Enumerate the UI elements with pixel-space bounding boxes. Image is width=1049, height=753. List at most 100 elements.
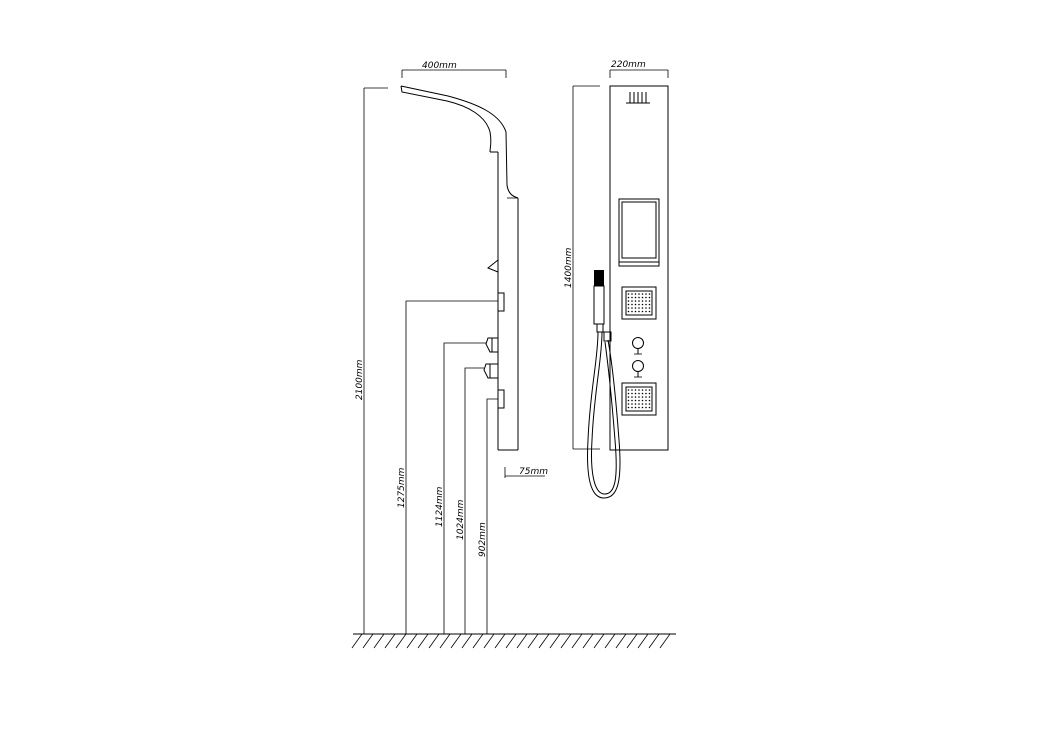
jet-nozzle-dot — [641, 406, 644, 409]
floor-hatch-line — [428, 633, 440, 649]
jet-nozzle-dot — [645, 300, 647, 302]
jet-nozzle-dot — [631, 307, 633, 309]
jet-nozzle-dot — [641, 296, 644, 299]
jet-nozzle-dot — [648, 403, 651, 405]
jet-nozzle-dot — [627, 300, 630, 302]
jet-nozzle-dot — [631, 389, 633, 391]
front-view-display-screen — [618, 198, 660, 267]
jet-nozzle-dot — [638, 399, 640, 402]
jet-nozzle-dot — [638, 296, 640, 299]
outlet-2-label: 1124mm — [435, 486, 445, 527]
jet-nozzle-dot — [638, 389, 640, 391]
jet-nozzle-dot — [631, 303, 633, 306]
floor-hatch-line — [439, 633, 451, 649]
jet-nozzle-dot — [645, 406, 647, 409]
jet-nozzle-dot — [638, 392, 640, 395]
floor-hatch-line — [450, 633, 462, 649]
dimension-outlet-4: 902mm — [478, 398, 498, 634]
panel-height-label: 1400mm — [564, 247, 574, 288]
jet-nozzle-dot — [638, 303, 640, 306]
floor-hatch-line — [483, 633, 495, 649]
jet-nozzle-dot — [641, 307, 644, 309]
jet-nozzle-dot — [634, 392, 637, 395]
jet-nozzle-dot — [641, 399, 644, 402]
jet-nozzle-dot — [638, 300, 640, 302]
floor-hatch-line — [527, 633, 539, 649]
jet-nozzle-dot — [638, 396, 640, 398]
floor-hatch-line — [395, 633, 407, 649]
floor-hatch-line — [362, 633, 374, 649]
jet-nozzle-dot — [648, 307, 651, 309]
front-view-shower-hose — [587, 331, 621, 499]
arm-reach-label: 400mm — [422, 61, 457, 71]
jet-nozzle-dot — [631, 406, 633, 409]
floor-hatch-line — [571, 633, 583, 649]
jet-nozzle-dot — [641, 396, 644, 398]
jet-nozzle-dot — [627, 403, 630, 405]
outlet-4-label: 902mm — [478, 522, 488, 557]
jet-nozzle-dot — [634, 396, 637, 398]
jet-nozzle-dot — [638, 310, 640, 313]
floor-hatch-line — [626, 633, 638, 649]
jet-nozzle-dot — [634, 310, 637, 313]
side-view-valve-1 — [485, 337, 498, 353]
floor-hatch-line — [593, 633, 605, 649]
jet-nozzle-dot — [627, 307, 630, 309]
floor-hatch-line — [582, 633, 594, 649]
outlet-3-label: 1024mm — [456, 499, 466, 540]
jet-nozzle-dot — [627, 406, 630, 409]
jet-nozzle-dot — [641, 303, 644, 306]
front-view-body-jet-2 — [621, 382, 657, 416]
jet-nozzle-dot — [645, 399, 647, 402]
dimension-arm-reach: 400mm — [401, 61, 507, 78]
dimension-panel-width: 220mm — [609, 60, 669, 78]
jet-nozzle-dot — [631, 300, 633, 302]
jet-nozzle-dot — [645, 296, 647, 299]
jet-nozzle-dot — [627, 389, 630, 391]
jet-nozzle-dot — [634, 399, 637, 402]
floor-hatch-line — [505, 633, 517, 649]
jet-nozzle-dot — [638, 406, 640, 409]
dimension-overall-height: 2100mm — [355, 87, 388, 634]
jet-nozzle-dot — [641, 392, 644, 395]
front-view-top-vents — [626, 92, 650, 104]
jet-nozzle-dot — [648, 300, 651, 302]
panel-width-label: 220mm — [611, 60, 646, 70]
jet-nozzle-dot — [634, 296, 637, 299]
floor-hatch-line — [384, 633, 396, 649]
floor-hatch-line — [373, 633, 385, 649]
jet-nozzle-dot — [645, 389, 647, 391]
floor-hatch-line — [417, 633, 429, 649]
front-view-knob-1 — [632, 337, 644, 355]
jet-nozzle-dot — [627, 293, 630, 295]
jet-nozzle-dot — [648, 389, 651, 391]
jet-nozzle-dot — [648, 406, 651, 409]
outlet-1-label: 1275mm — [397, 467, 407, 508]
side-view-jet-2 — [497, 389, 505, 409]
jet-nozzle-dot — [634, 389, 637, 391]
floor-hatch-line — [516, 633, 528, 649]
floor-hatch-line — [461, 633, 473, 649]
jet-nozzle-dot — [634, 307, 637, 309]
jet-nozzle-dot — [627, 296, 630, 299]
jet-nozzle-dot — [634, 300, 637, 302]
floor-hatch — [351, 633, 671, 649]
jet-nozzle-dot — [638, 293, 640, 295]
jet-nozzle-dot — [645, 392, 647, 395]
jet-nozzle-dot — [631, 396, 633, 398]
front-view-hand-shower — [593, 270, 605, 333]
jet-nozzle-dot — [648, 293, 651, 295]
jet-nozzle-dot — [627, 392, 630, 395]
jet-nozzle-dot — [634, 293, 637, 295]
wall-offset-label: 75mm — [519, 467, 548, 477]
jet-nozzle-dot — [641, 293, 644, 295]
floor-hatch-line — [494, 633, 506, 649]
dimension-wall-offset: 75mm — [504, 467, 548, 478]
floor-hatch-line — [472, 633, 484, 649]
jet-nozzle-dot — [641, 310, 644, 313]
front-view-panel — [609, 85, 669, 451]
overall-height-label: 2100mm — [355, 359, 365, 400]
jet-nozzle-dot — [631, 296, 633, 299]
jet-nozzle-dot — [631, 403, 633, 405]
floor-hatch-line — [637, 633, 649, 649]
